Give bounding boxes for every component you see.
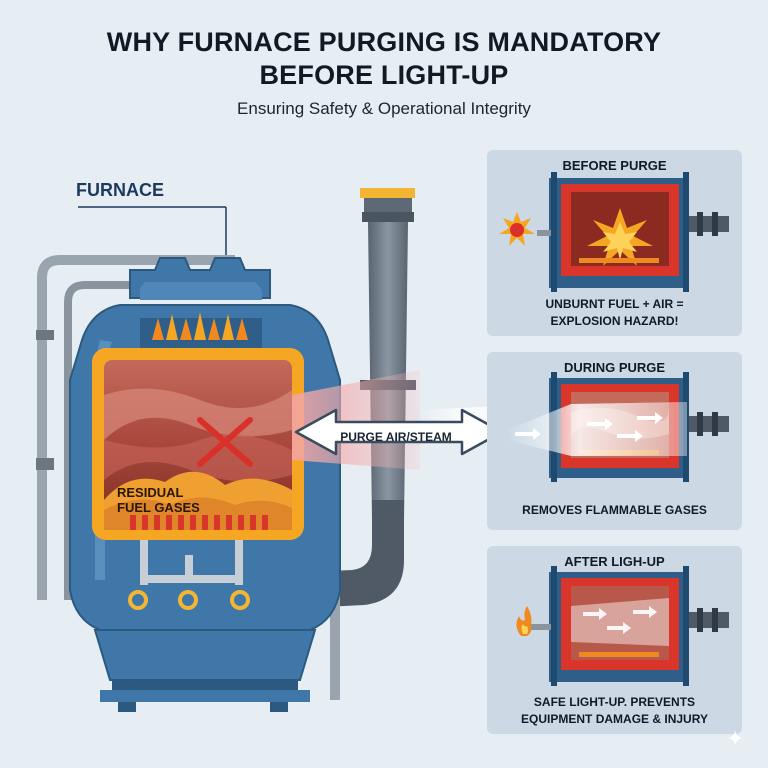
panel-after-lightup: AFTER LIGH-UP SAFE LIGHT-UP. PREVENTS EQ…	[487, 546, 742, 734]
during-purge-illustration	[507, 372, 729, 482]
caption-after-line-2: EQUIPMENT DAMAGE & INJURY	[521, 712, 708, 726]
top-flames	[152, 312, 248, 340]
panel-during-purge: DURING PURGE REMOVES FLAMMABLE GASES	[487, 352, 742, 530]
burner-grate	[130, 515, 268, 530]
furnace-body	[69, 257, 341, 712]
title-line-1: WHY FURNACE PURGING IS MANDATORY	[106, 27, 662, 57]
caption-before-line-2: EXPLOSION HAZARD!	[550, 314, 679, 328]
caption-during-line-1: REMOVES FLAMMABLE GASES	[522, 503, 707, 517]
purge-arrow-label: PURGE AIR/STEAM	[340, 430, 452, 444]
panel-caption-after: SAFE LIGHT-UP. PREVENTS EQUIPMENT DAMAGE…	[487, 694, 742, 728]
panel-title-during: DURING PURGE	[563, 360, 666, 375]
caption-before-line-1: UNBURNT FUEL + AIR =	[545, 297, 684, 311]
explosion-icon	[499, 212, 535, 246]
panel-caption-during: REMOVES FLAMMABLE GASES	[487, 502, 742, 519]
feed-pipes	[36, 255, 235, 600]
before-purge-illustration	[499, 172, 729, 292]
panel-caption-before: UNBURNT FUEL + AIR = EXPLOSION HAZARD!	[487, 296, 742, 330]
residual-line-1: RESIDUAL	[117, 485, 184, 500]
panel-title-before: BEFORE PURGE	[562, 158, 667, 173]
hazard-x-icon	[197, 417, 253, 467]
burner-manifold	[128, 540, 250, 610]
page-subtitle: Ensuring Safety & Operational Integrity	[237, 99, 531, 118]
title-line-2: BEFORE LIGHT-UP	[259, 60, 509, 90]
after-lightup-illustration	[516, 566, 729, 686]
caption-after-line-1: SAFE LIGHT-UP. PREVENTS	[533, 695, 696, 709]
airflow-arrows	[515, 412, 663, 442]
flame-icon	[516, 606, 532, 636]
before-grate	[579, 258, 659, 263]
sparkle-icon: ✦	[726, 726, 745, 751]
furnace-label-leader	[78, 206, 227, 262]
after-airflow-arrows	[583, 606, 657, 634]
residual-fuel-label: RESIDUAL FUEL GASES	[117, 485, 200, 515]
furnace-label: FURNACE	[76, 180, 164, 200]
page-title: WHY FURNACE PURGING IS MANDATORY BEFORE …	[0, 26, 768, 92]
panel-title-after: AFTER LIGH-UP	[564, 554, 665, 569]
residual-line-2: FUEL GASES	[117, 500, 200, 515]
panel-before-purge: BEFORE PURGE UNBURNT FUEL + AIR = EXPLOS…	[487, 150, 742, 336]
